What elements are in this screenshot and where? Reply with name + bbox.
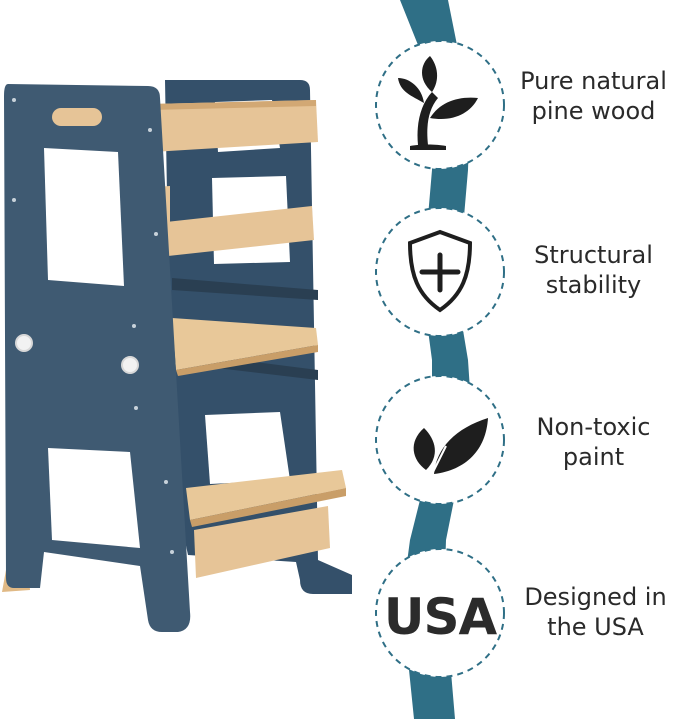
circle-wood xyxy=(375,40,505,170)
feature-line1: Designed in xyxy=(524,583,667,611)
circle-nontoxic xyxy=(375,375,505,505)
usa-text-icon: USA xyxy=(383,588,497,646)
bottom-rail-front xyxy=(194,506,330,578)
lower-step xyxy=(186,470,346,520)
mid-rail-right xyxy=(166,206,314,256)
feature-line2: stability xyxy=(545,271,642,299)
feature-line1: Structural xyxy=(534,241,653,269)
feature-label-wood: Pure natural pine wood xyxy=(506,66,679,126)
feature-line1: Pure natural xyxy=(520,67,667,95)
feature-line2: the USA xyxy=(547,613,644,641)
knob-right xyxy=(121,356,139,374)
circle-usa xyxy=(375,548,505,678)
sprout-icon xyxy=(398,56,478,150)
upper-platform xyxy=(172,318,318,370)
feature-line2: pine wood xyxy=(531,97,656,125)
feature-line1: Non-toxic xyxy=(536,413,651,441)
shield-plus-icon xyxy=(407,229,473,313)
feature-circles xyxy=(375,40,505,678)
step-stool xyxy=(2,80,352,632)
leaf-icon xyxy=(413,418,488,479)
ribbon xyxy=(400,0,472,719)
top-rail xyxy=(150,100,318,152)
feature-label-usa: Designed in the USA xyxy=(508,582,679,642)
feature-label-nontoxic: Non-toxic paint xyxy=(506,412,679,472)
feature-line2: paint xyxy=(562,443,625,471)
knob-left xyxy=(15,334,33,352)
feature-label-stability: Structural stability xyxy=(506,240,679,300)
